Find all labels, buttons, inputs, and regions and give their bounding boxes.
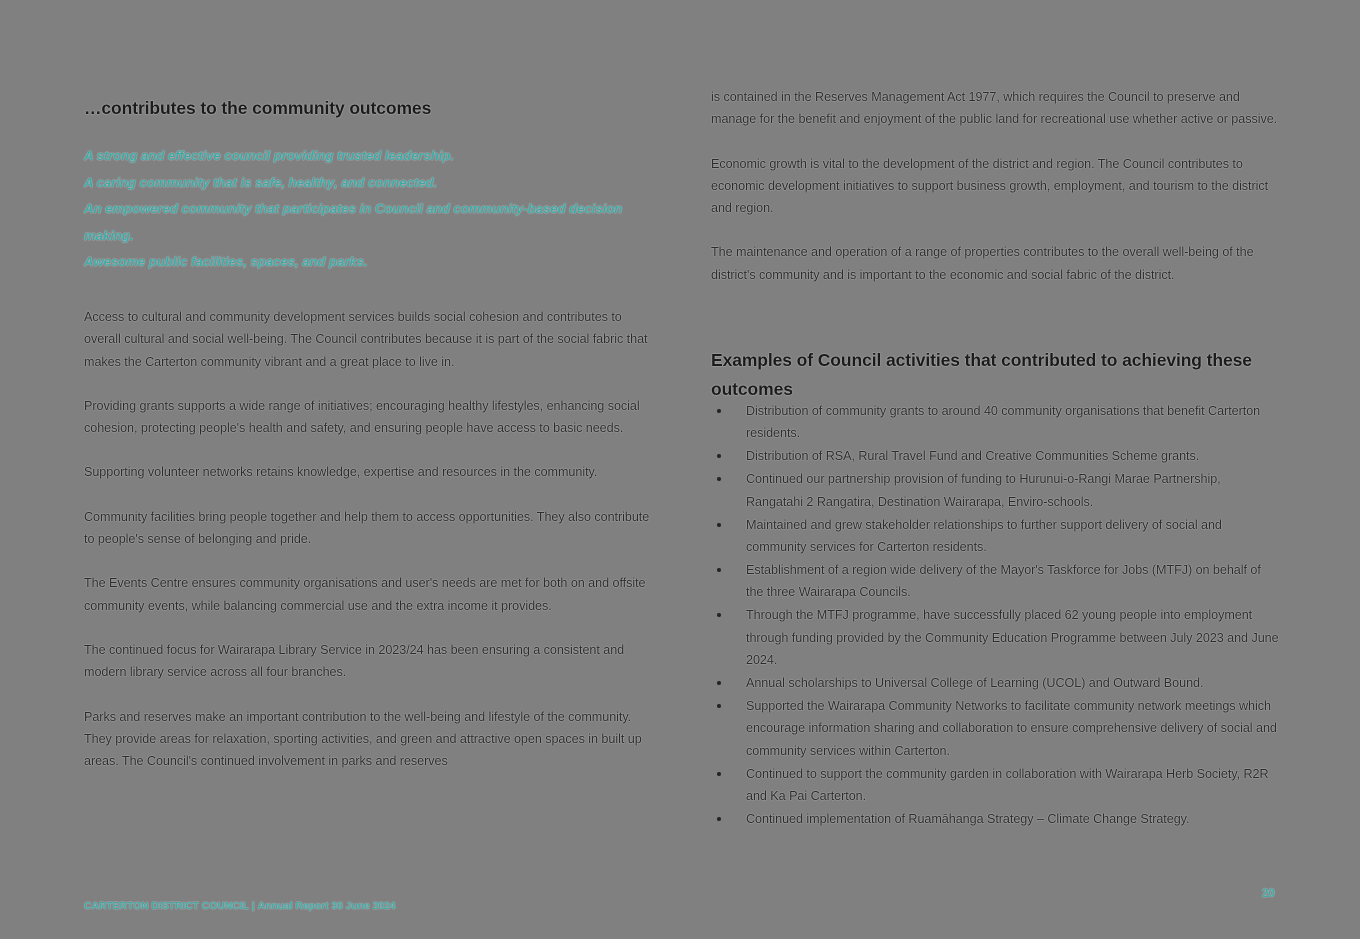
- list-item: Establishment of a region wide delivery …: [711, 559, 1281, 604]
- list-item-text: Maintained and grew stakeholder relation…: [746, 517, 1222, 554]
- list-item: Supported the Wairarapa Community Networ…: [711, 695, 1281, 762]
- right-column-body: is contained in the Reserves Management …: [711, 86, 1281, 286]
- list-item: Continued implementation of Ruamāhanga S…: [711, 808, 1281, 830]
- section-heading: Examples of Council activities that cont…: [711, 350, 1252, 399]
- list-item: Distribution of community grants to arou…: [711, 400, 1281, 445]
- list-item: Continued to support the community garde…: [711, 763, 1281, 808]
- paragraph: The maintenance and operation of a range…: [711, 245, 1254, 282]
- bullet-dot-icon: [717, 567, 721, 572]
- list-item-text: Distribution of RSA, Rural Travel Fund a…: [746, 449, 1200, 464]
- outcome-statement: A strong and effective council providing…: [84, 148, 454, 163]
- list-item-text: Annual scholarships to Universal College…: [746, 675, 1204, 690]
- list-item: Distribution of RSA, Rural Travel Fund a…: [711, 445, 1281, 467]
- right-column: is contained in the Reserves Management …: [711, 0, 1281, 939]
- list-item-text: Continued to support the community garde…: [746, 766, 1269, 803]
- list-item: Through the MTFJ programme, have success…: [711, 604, 1281, 671]
- page-number: 20: [1262, 888, 1275, 900]
- bullet-dot-icon: [717, 477, 721, 482]
- list-item: Maintained and grew stakeholder relation…: [711, 514, 1281, 559]
- outcome-statement: A caring community that is safe, healthy…: [84, 174, 438, 190]
- list-item-text: Through the MTFJ programme, have success…: [746, 608, 1279, 667]
- paragraph: The continued focus for Wairarapa Librar…: [84, 642, 625, 680]
- paragraph: The Events Centre ensures community orga…: [84, 576, 646, 613]
- page-title: …contributes to the community outcomes: [84, 97, 432, 118]
- list-item-text: Establishment of a region wide delivery …: [746, 562, 1261, 600]
- examples-heading-block: Examples of Council activities that cont…: [711, 346, 1281, 408]
- list-item: Continued our partnership provision of f…: [711, 468, 1281, 513]
- paragraph: Supporting volunteer networks retains kn…: [84, 465, 598, 480]
- bullet-dot-icon: [717, 703, 721, 708]
- list-item-text: Distribution of community grants to arou…: [746, 404, 1261, 441]
- paragraph: Providing grants supports a wide range o…: [84, 398, 640, 436]
- footer-report-title: Annual Report 30 June 2024: [257, 901, 396, 912]
- list-item: Annual scholarships to Universal College…: [711, 672, 1281, 694]
- list-item-text: Supported the Wairarapa Community Networ…: [746, 698, 1277, 758]
- outcome-statement: Awesome public facilities, spaces, and p…: [84, 254, 368, 270]
- list-item-text: Continued our partnership provision of f…: [746, 472, 1221, 509]
- left-column-body: Access to cultural and community develop…: [84, 306, 658, 772]
- bullet-dot-icon: [717, 613, 721, 618]
- community-outcomes-list: A strong and effective council providing…: [84, 143, 658, 276]
- paragraph: is contained in the Reserves Management …: [711, 90, 1278, 127]
- bullet-dot-icon: [717, 680, 721, 685]
- bullet-dot-icon: [717, 454, 721, 459]
- paragraph: Access to cultural and community develop…: [84, 310, 648, 369]
- bullet-dot-icon: [717, 522, 721, 527]
- page-footer: CARTERTON DISTRICT COUNCIL|Annual Report…: [84, 901, 396, 912]
- list-item-text: Continued implementation of Ruamāhanga S…: [746, 811, 1190, 826]
- footer-separator: |: [251, 901, 255, 912]
- left-column: …contributes to the community outcomes A…: [84, 0, 658, 939]
- council-activities-list: Distribution of community grants to arou…: [711, 400, 1281, 831]
- footer-organisation: CARTERTON DISTRICT COUNCIL: [84, 901, 249, 912]
- paragraph: Economic growth is vital to the developm…: [711, 156, 1269, 216]
- bullet-dot-icon: [717, 816, 721, 821]
- paragraph: Parks and reserves make an important con…: [84, 709, 642, 769]
- outcome-statement: An empowered community that participates…: [84, 201, 623, 243]
- bullet-dot-icon: [717, 409, 721, 413]
- bullet-dot-icon: [717, 771, 721, 776]
- paragraph: Community facilities bring people togeth…: [84, 509, 650, 547]
